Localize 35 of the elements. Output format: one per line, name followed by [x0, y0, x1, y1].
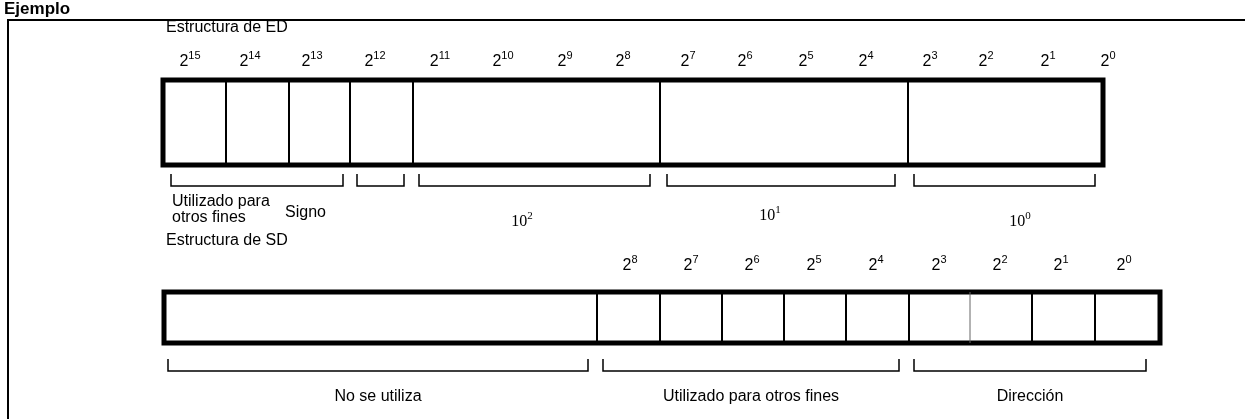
- bit-weight: 2$^{8}$: [615, 52, 631, 70]
- field-label: 10$^{0}$: [1009, 212, 1031, 230]
- bit-weight: 2$^{2}$: [992, 256, 1008, 274]
- bit-weight: 2$^{12}$: [364, 52, 386, 70]
- bit-weight: 2$^{6}$: [744, 256, 760, 274]
- field-label: 10$^{2}$: [511, 212, 533, 230]
- bit-weight: 2$^{1}$: [1040, 52, 1056, 70]
- bit-weight: 2$^{3}$: [931, 256, 947, 274]
- bit-weight: 2$^{10}$: [492, 52, 514, 70]
- register-title: Estructura de SD: [166, 231, 288, 249]
- bit-weight: 2$^{5}$: [806, 256, 822, 274]
- field-label: Utilizado para otros fines: [172, 193, 271, 225]
- field-label: No se utiliza: [334, 387, 422, 405]
- field-label: Utilizado para otros fines: [662, 387, 840, 405]
- bit-weight: 2$^{0}$: [1116, 256, 1132, 274]
- bit-weight: 2$^{5}$: [798, 52, 814, 70]
- bit-weight: 2$^{4}$: [858, 52, 874, 70]
- field-label: Dirección: [996, 387, 1064, 405]
- bit-weight: 2$^{9}$: [557, 52, 573, 70]
- heading: Ejemplo: [4, 0, 71, 18]
- bit-weight: 2$^{3}$: [922, 52, 938, 70]
- bit-weight: 2$^{14}$: [239, 52, 261, 70]
- bit-weight: 2$^{13}$: [301, 52, 323, 70]
- bit-weight: 2$^{6}$: [737, 52, 753, 70]
- bit-weight: 2$^{11}$: [429, 52, 451, 70]
- bit-weight: 2$^{4}$: [868, 256, 884, 274]
- field-label: Signo: [285, 203, 326, 221]
- bit-weight: 2$^{0}$: [1100, 52, 1116, 70]
- bit-weight: 2$^{7}$: [680, 52, 696, 70]
- field-label: 10$^{1}$: [759, 206, 781, 224]
- bit-weight: 2$^{7}$: [683, 256, 699, 274]
- bit-weight: 2$^{2}$: [978, 52, 994, 70]
- bit-weight: 2$^{8}$: [622, 256, 638, 274]
- bit-weight: 2$^{15}$: [179, 52, 201, 70]
- bit-weight: 2$^{1}$: [1053, 256, 1069, 274]
